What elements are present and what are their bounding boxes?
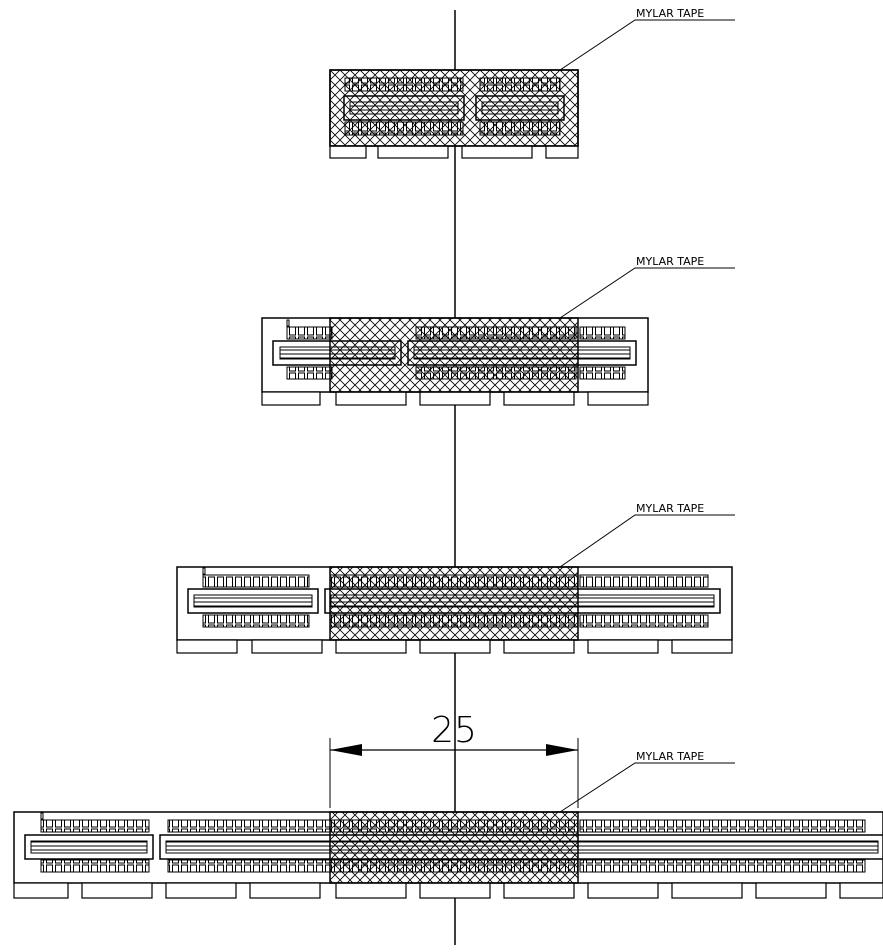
tape-label-4: MYLAR TAPE	[636, 750, 704, 763]
connector-4: MYLAR TAPE	[13, 750, 883, 899]
tape-label-1: MYLAR TAPE	[636, 7, 704, 20]
tape-label-3: MYLAR TAPE	[636, 502, 704, 515]
connector-2: MYLAR TAPE	[261, 255, 735, 406]
tape-label-2: MYLAR TAPE	[636, 255, 704, 268]
dimension-25: 25	[329, 710, 579, 808]
mylar-tape-3	[329, 566, 579, 641]
dimension-value: 25	[431, 710, 477, 751]
mylar-tape-4	[329, 811, 579, 884]
connector-1: MYLAR TAPE	[329, 7, 735, 159]
mylar-tape-2	[329, 317, 579, 393]
mylar-tape-1	[329, 69, 579, 147]
connector-3: MYLAR TAPE	[176, 502, 735, 654]
